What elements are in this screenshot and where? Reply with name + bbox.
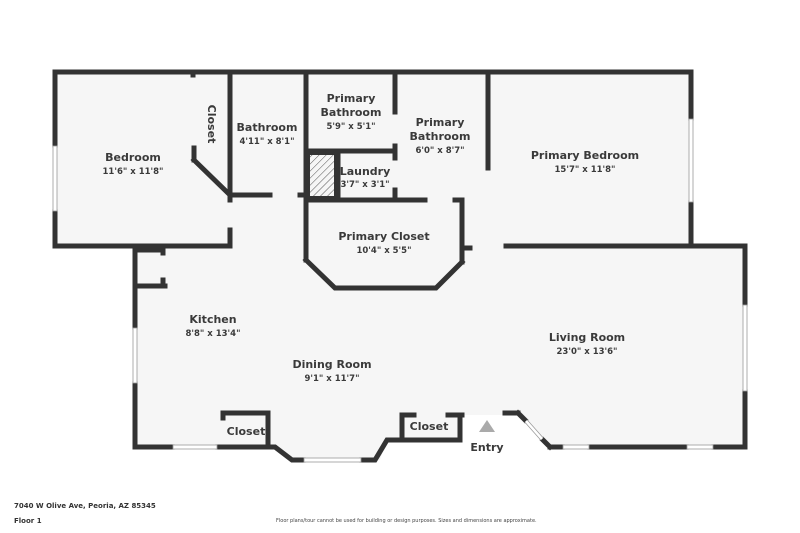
room-name: Bathroom (237, 121, 298, 134)
room-dimensions: 8'8" x 13'4" (185, 329, 240, 339)
room-dimensions: 4'11" x 8'1" (239, 137, 294, 147)
room-name: Bathroom (410, 130, 471, 143)
window (52, 145, 58, 212)
room-dimensions: 10'4" x 5'5" (356, 246, 411, 256)
room-name: Entry (470, 441, 503, 454)
room-primary-bathroom-small: Primary Bathroom 5'9" x 5'1" (321, 92, 382, 132)
room-closet-bedroom: Closet (205, 105, 218, 144)
room-name: Laundry (340, 165, 391, 178)
window (172, 444, 218, 450)
hatched-area (306, 151, 338, 200)
window (132, 327, 138, 384)
room-name: Bedroom (105, 151, 161, 164)
window (688, 118, 694, 203)
room-laundry: Laundry 3'7" x 3'1" (340, 165, 391, 190)
room-bedroom: Bedroom 11'6" x 11'8" (103, 151, 164, 177)
room-name: Closet (227, 425, 266, 438)
room-closet-entry: Closet (410, 420, 449, 433)
room-entry: Entry (470, 441, 503, 454)
floor-label: Floor 1 (14, 517, 42, 525)
room-name: Primary (327, 92, 376, 105)
room-dimensions: 9'1" x 11'7" (304, 374, 359, 384)
window (742, 304, 748, 392)
window (562, 444, 590, 450)
room-primary-bedroom: Primary Bedroom 15'7" x 11'8" (531, 149, 639, 175)
room-name: Dining Room (292, 358, 371, 371)
disclaimer: Floor plans/tour cannot be used for buil… (276, 518, 537, 524)
room-name: Primary Closet (338, 230, 429, 243)
room-name: Closet (205, 105, 218, 144)
room-name: Bathroom (321, 106, 382, 119)
window (303, 457, 362, 463)
room-primary-bathroom-large: Primary Bathroom 6'0" x 8'7" (410, 116, 471, 156)
room-dining-room: Dining Room 9'1" x 11'7" (292, 358, 371, 384)
floor-fill (55, 72, 745, 460)
room-kitchen: Kitchen 8'8" x 13'4" (185, 313, 240, 339)
property-address: 7040 W Olive Ave, Peoria, AZ 85345 (14, 502, 156, 510)
room-living-room: Living Room 23'0" x 13'6" (549, 331, 625, 357)
room-dimensions: 11'6" x 11'8" (103, 167, 164, 177)
room-name: Living Room (549, 331, 625, 344)
windows (52, 118, 748, 463)
room-dimensions: 6'0" x 8'7" (415, 146, 464, 156)
room-name: Kitchen (189, 313, 236, 326)
room-closet-dining: Closet (227, 425, 266, 438)
room-name: Closet (410, 420, 449, 433)
room-primary-closet: Primary Closet 10'4" x 5'5" (338, 230, 429, 256)
room-bathroom: Bathroom 4'11" x 8'1" (237, 121, 298, 147)
entry-arrow-icon (479, 420, 495, 432)
room-name: Primary (416, 116, 465, 129)
room-dimensions: 23'0" x 13'6" (557, 347, 618, 357)
room-dimensions: 3'7" x 3'1" (340, 180, 389, 190)
room-dimensions: 15'7" x 11'8" (555, 165, 616, 175)
window (686, 444, 714, 450)
room-dimensions: 5'9" x 5'1" (326, 122, 375, 132)
walls (52, 69, 748, 463)
room-name: Primary Bedroom (531, 149, 639, 162)
